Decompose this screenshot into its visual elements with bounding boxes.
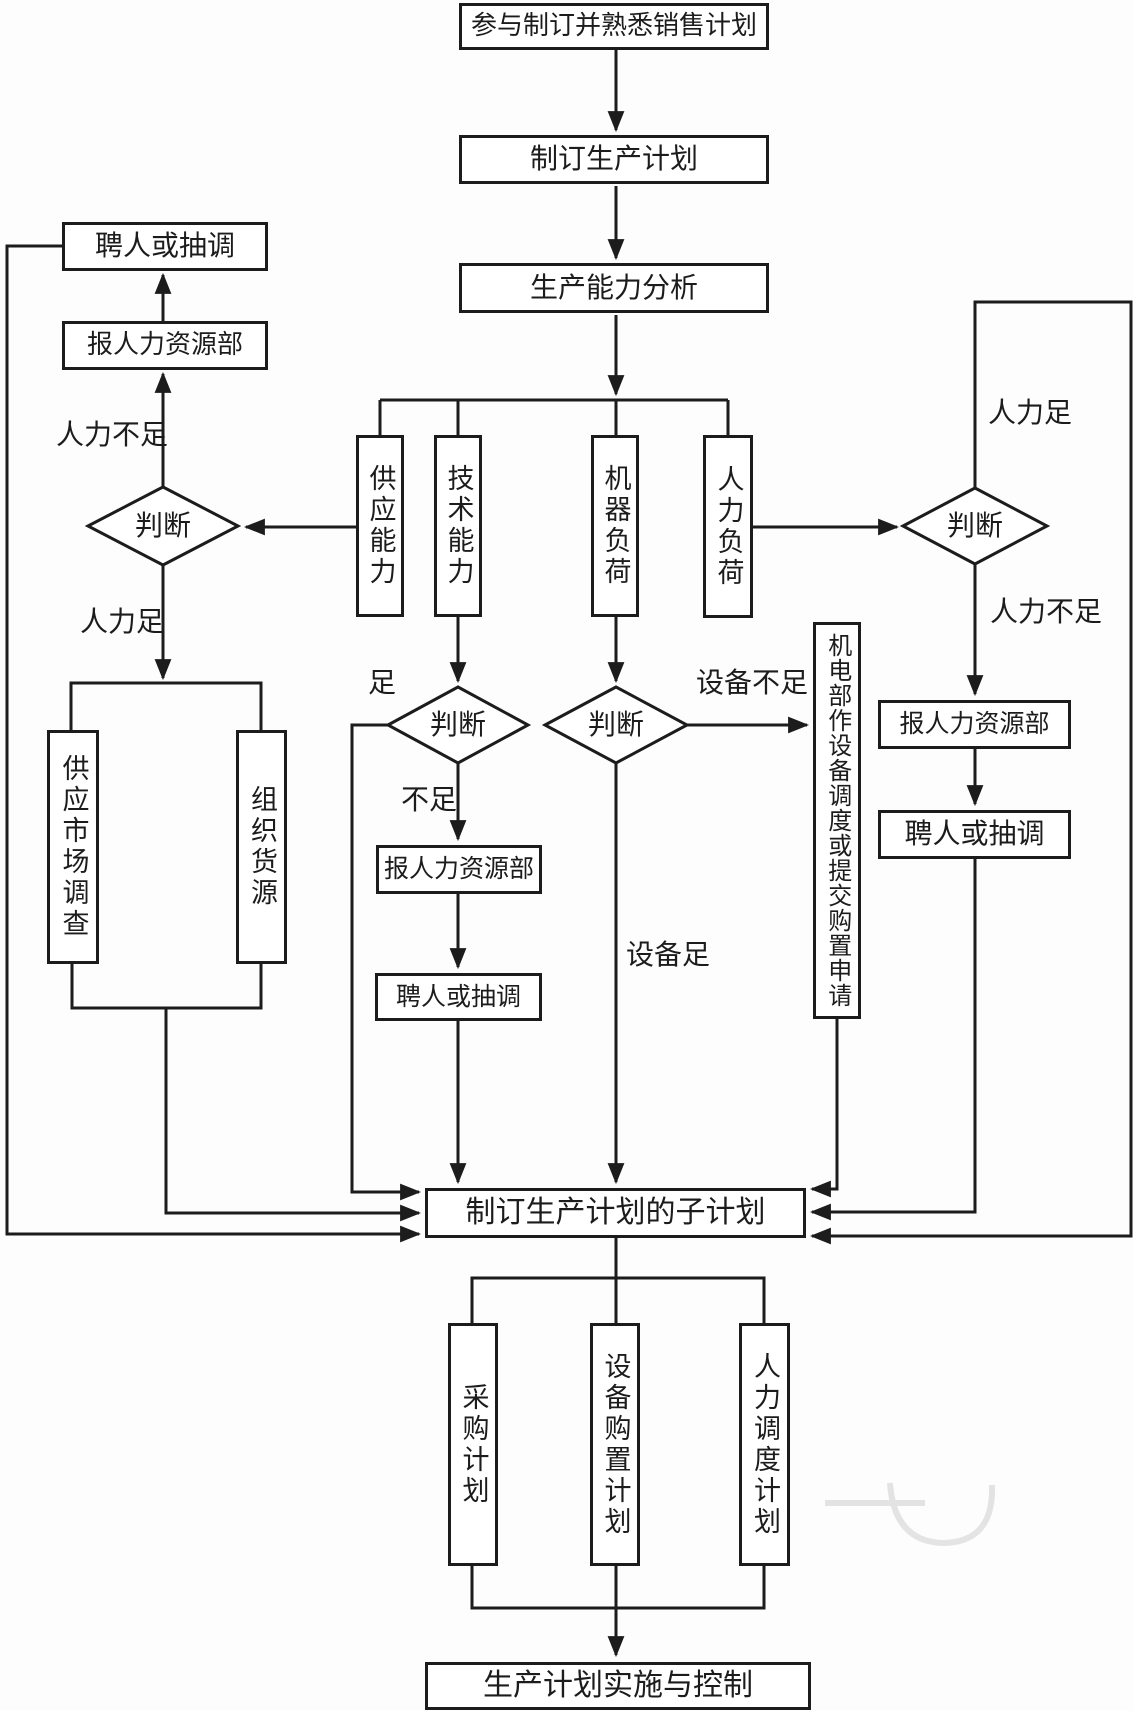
node-organize-supply: 组织货源 — [236, 730, 287, 964]
diamond-judge-left — [84, 485, 242, 567]
node-manpower-load: 人力负荷 — [703, 435, 753, 618]
label-equipment-sufficient: 设备足 — [626, 938, 711, 971]
node-supply-capacity: 供应能力 — [356, 435, 404, 617]
diamond-judge-manpower — [899, 486, 1051, 566]
diamond-judge-tech — [384, 685, 532, 765]
judge-machine-label: 判断 — [587, 708, 644, 741]
label-insufficient-mid: 不足 — [401, 783, 458, 816]
node-report-hr-right: 报人力资源部 — [878, 700, 1071, 749]
label-equipment-insufficient: 设备不足 — [696, 666, 809, 699]
label-manpower-insufficient-right: 人力不足 — [990, 595, 1103, 628]
diamond-judge-machine — [541, 685, 691, 765]
label-manpower-insufficient-left: 人力不足 — [56, 418, 169, 451]
judge-manpower-label: 判断 — [946, 509, 1003, 542]
node-capacity-analysis: 生产能力分析 — [459, 263, 769, 313]
node-sales-plan: 参与制订并熟悉销售计划 — [459, 3, 769, 50]
node-report-hr-left: 报人力资源部 — [62, 321, 268, 370]
node-mech-dept-action: 机电部作设备调度或提交购置申请 — [813, 622, 861, 1019]
node-make-production-plan: 制订生产计划 — [459, 135, 769, 184]
node-procurement-plan: 采购计划 — [448, 1323, 498, 1566]
node-hire-or-transfer-mid: 聘人或抽调 — [375, 973, 542, 1021]
label-manpower-sufficient-left: 人力足 — [80, 605, 165, 638]
node-sub-plans: 制订生产计划的子计划 — [425, 1188, 806, 1238]
node-equipment-purchase-plan: 设备购置计划 — [590, 1323, 640, 1566]
watermark — [825, 1482, 996, 1547]
node-manpower-dispatch-plan: 人力调度计划 — [739, 1323, 790, 1566]
node-implementation-control: 生产计划实施与控制 — [425, 1662, 811, 1710]
label-sufficient-mid: 足 — [368, 666, 397, 699]
judge-left-label: 判断 — [134, 509, 191, 542]
node-tech-capacity: 技术能力 — [434, 435, 482, 617]
node-report-hr-mid: 报人力资源部 — [376, 845, 542, 894]
node-supply-market-survey: 供应市场调查 — [47, 730, 99, 964]
label-manpower-sufficient-right: 人力足 — [988, 396, 1073, 429]
node-hire-or-transfer-left: 聘人或抽调 — [62, 222, 268, 271]
node-machine-load: 机器负荷 — [591, 435, 639, 617]
node-hire-or-transfer-right: 聘人或抽调 — [878, 810, 1071, 859]
judge-tech-label: 判断 — [429, 708, 486, 741]
